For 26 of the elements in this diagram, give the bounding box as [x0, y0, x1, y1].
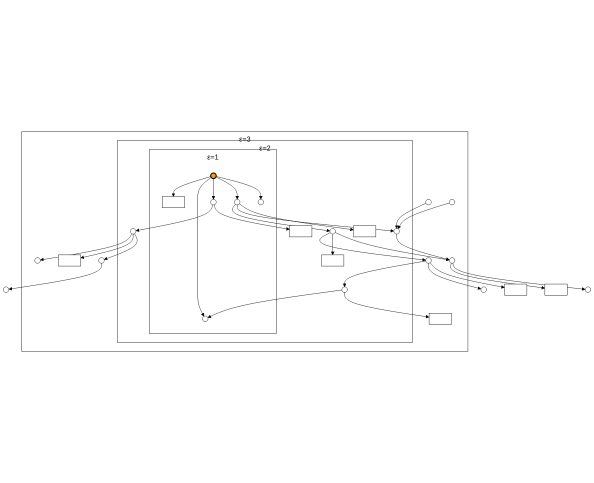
node-circle — [426, 257, 432, 264]
node-circle — [202, 316, 208, 322]
node-box — [162, 196, 185, 208]
node-circle — [394, 228, 400, 234]
node-box — [544, 284, 568, 296]
node-circle — [480, 286, 487, 293]
node-circle — [98, 257, 104, 264]
node-circle — [3, 286, 9, 293]
node-box — [321, 254, 344, 266]
node-circle — [34, 257, 41, 264]
node-box — [428, 313, 452, 325]
node-box — [504, 284, 528, 296]
node-circle — [449, 257, 456, 264]
node-circle — [585, 286, 591, 293]
node-box — [289, 226, 312, 238]
node-box — [58, 254, 81, 266]
node-circle — [210, 199, 216, 206]
node-circle — [426, 199, 432, 206]
node-circle — [342, 286, 348, 293]
node-circle — [234, 199, 240, 206]
node-circle — [130, 228, 136, 234]
node-circle — [330, 228, 336, 234]
node-circle — [210, 172, 217, 180]
node-circle — [449, 199, 456, 206]
node-box — [353, 226, 376, 238]
node-circle — [258, 199, 264, 206]
